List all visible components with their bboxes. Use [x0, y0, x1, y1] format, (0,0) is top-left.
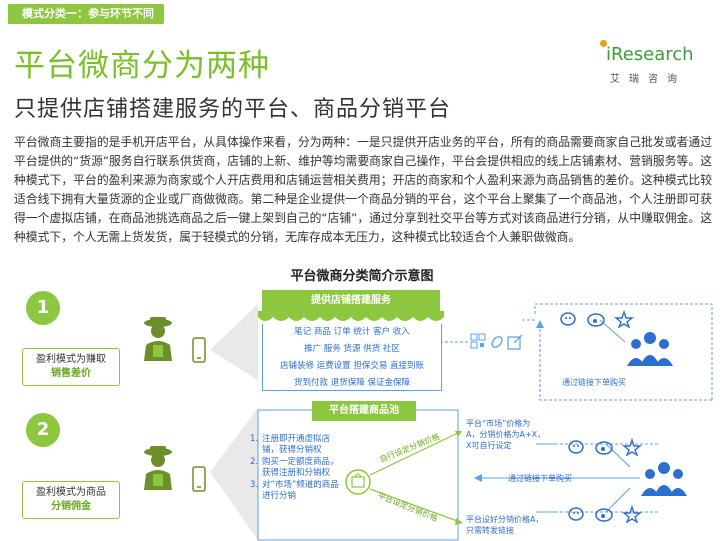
mode1-profit-callout: 盈利模式为赚取 销售差价 [22, 348, 120, 386]
social-icons-mode2-bottom [568, 504, 642, 524]
mode1-profit-line1: 盈利模式为赚取 [36, 354, 106, 365]
store-header: 提供店铺搭建服务 [262, 290, 440, 312]
weibo-icon [595, 508, 613, 522]
phone-icon [192, 337, 206, 363]
store-row-1: 笔记 商品 订单 统计 客户 收入 [294, 327, 410, 337]
social-icons-mode1 [560, 309, 634, 329]
diagram-title: 平台微商分类简介示意图 [290, 269, 434, 284]
store-panel: 笔记 商品 订单 统计 客户 收入 推广 服务 货源 供货 社区 店铺装修 运费… [262, 324, 442, 391]
mode2-profit-callout: 盈利模式为商品 分销佣金 [22, 481, 120, 519]
page-subtitle: 只提供店铺搭建服务的平台、商品分销平台 [14, 97, 452, 122]
mode2-link-label: 通过链接下单购买 [508, 474, 572, 483]
wechat-icon [568, 507, 584, 521]
weibo-icon [587, 313, 605, 327]
social-icons-mode2-top [568, 437, 642, 457]
mode1-profit-line2: 销售差价 [51, 368, 91, 379]
pool-header: 平台搭建商品池 [312, 401, 416, 421]
pool-step-1: 1.注册即开通虚拟店铺，获得分销权 [250, 434, 331, 455]
store-row-2: 推广 服务 货源 供货 社区 [304, 344, 400, 354]
mode1-fan [210, 304, 258, 380]
intro-paragraph: 平台微商主要指的是手机开店平台，从具体操作来看，分为两种：一是只提供开店业务的平… [14, 135, 712, 244]
farmer-icon-2 [144, 446, 172, 490]
qzone-star-icon [622, 504, 642, 524]
qr-code-icon [470, 333, 486, 349]
qzone-star-icon [622, 437, 642, 457]
mode2-profit-line1: 盈利模式为商品 [36, 487, 106, 498]
crowd-icon [627, 332, 673, 366]
mode2-number-badge: 2 [26, 413, 60, 447]
logo-chinese-name: 艾瑞咨询 [610, 74, 686, 85]
share-icons-group [470, 333, 523, 350]
farmer-icon [144, 317, 172, 361]
mode2-profit-line2: 分销佣金 [51, 501, 91, 512]
section-tag: 模式分类一：参与环节不同 [8, 4, 164, 24]
phone-icon-2 [192, 466, 206, 492]
share-icon [507, 334, 523, 350]
wechat-icon [560, 312, 576, 326]
weibo-icon [595, 441, 613, 455]
iresearch-logo: iResearch 艾瑞咨询 [596, 40, 696, 88]
diagram-canvas [210, 303, 713, 541]
platform-price-note: 平台设好分销价格A， 只需转发链接 [466, 515, 544, 535]
pool-step-2: 2.购买一定额度商品，获得注册和分销权 [250, 457, 339, 478]
pool-step-3: 3.对“市场”频道的商品进行分销 [250, 480, 339, 501]
store-row-3: 店铺装修 运费设置 担保交易 直接到账 [279, 361, 425, 371]
logo-wordmark: iResearch [606, 44, 694, 65]
mode2-fan [210, 408, 258, 540]
link-icon [491, 336, 503, 348]
store-awning [258, 311, 444, 321]
mode1-link-label: 通过链接下单购买 [562, 378, 626, 387]
wechat-icon [568, 440, 584, 454]
market-price-note: 平台“市场”价格为 A，分销价格为A+X， X可自行设定 [466, 419, 546, 450]
mode1-number-badge: 1 [26, 291, 60, 325]
store-row-4: 货到付款 退货保障 保证金保障 [294, 378, 410, 388]
crowd-icon-2 [641, 462, 687, 496]
logo-dot-icon [600, 40, 607, 47]
pool-steps: 1.注册即开通虚拟店铺，获得分销权 2.购买一定额度商品，获得注册和分销权 3.… [250, 434, 342, 502]
page-title: 平台微商分为两种 [14, 48, 270, 84]
qzone-star-icon [614, 309, 634, 329]
